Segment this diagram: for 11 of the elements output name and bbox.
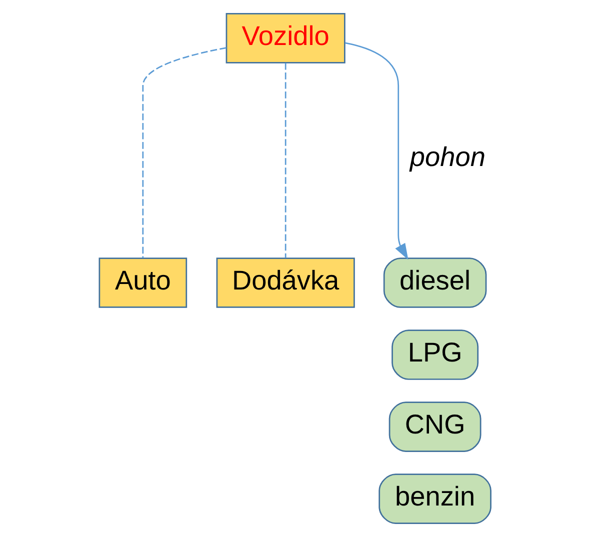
node-box: Auto (98, 258, 188, 308)
node-box: Dodávka (216, 258, 355, 308)
node-box: CNG (388, 402, 482, 452)
node-box: diesel (383, 258, 487, 308)
edge-label: pohon (410, 140, 486, 172)
connector (284, 63, 286, 258)
arrow (345, 42, 408, 260)
connector (142, 47, 226, 258)
node-box: benzin (378, 474, 492, 524)
node-box: Vozidlo (226, 13, 346, 64)
node-box: LPG (392, 330, 479, 380)
